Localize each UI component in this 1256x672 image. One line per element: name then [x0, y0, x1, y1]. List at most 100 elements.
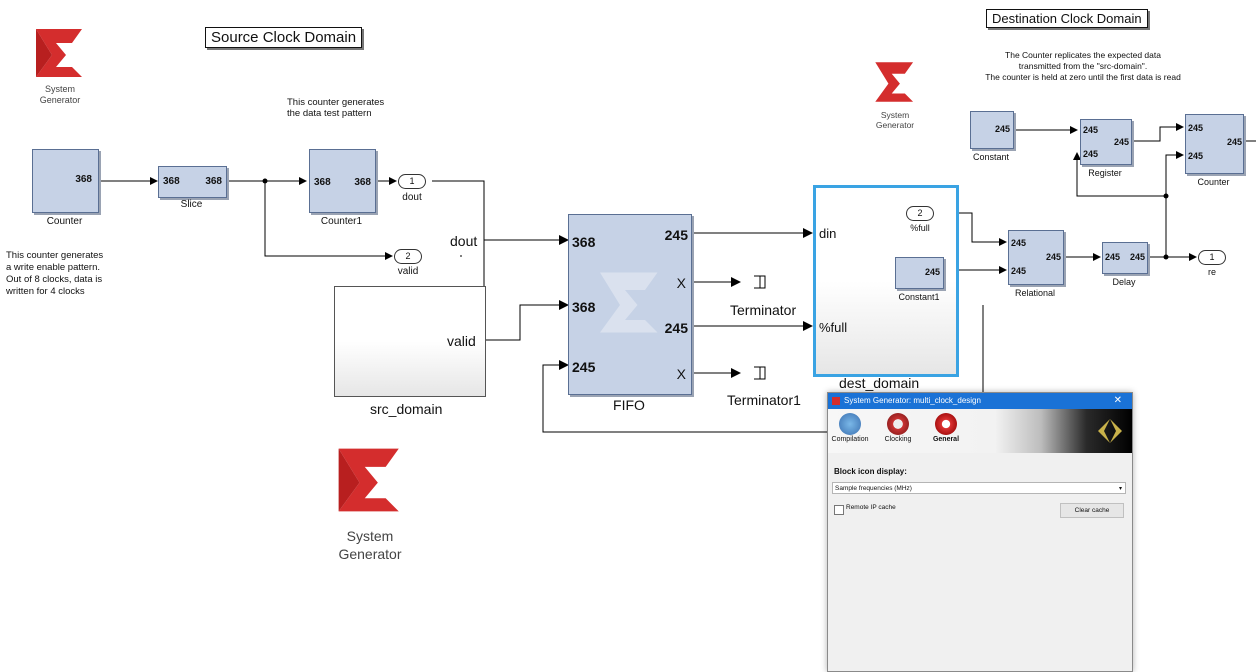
- dest-counter-out-port: 245: [1226, 137, 1242, 147]
- remote-ip-cache-checkbox[interactable]: [834, 505, 844, 515]
- counter1-block[interactable]: 368 368: [309, 149, 376, 213]
- dialog-title-bar[interactable]: System Generator: multi_clock_design ✕: [828, 393, 1132, 409]
- tab-clocking[interactable]: Clocking: [876, 411, 920, 453]
- full-inport-label: %full: [910, 223, 930, 233]
- re-outport-label: re: [1207, 267, 1216, 277]
- register-out-port: 245: [1113, 137, 1129, 147]
- system-generator-dialog: System Generator: multi_clock_design ✕ C…: [827, 392, 1133, 672]
- destination-note: The Counter replicates the expected data…: [985, 50, 1181, 82]
- tab-general[interactable]: General: [924, 411, 968, 453]
- relational-out-port: 245: [1045, 252, 1061, 262]
- constant-out-port: 245: [994, 124, 1010, 134]
- dialog-toolbar: Compilation Clocking General: [828, 409, 1132, 453]
- chevron-down-icon: ▾: [1118, 486, 1122, 492]
- slice-label: Slice: [180, 199, 203, 210]
- dest-domain-din-port: din: [819, 226, 837, 241]
- counter-out-port: 368: [75, 174, 92, 185]
- dialog-app-icon: [832, 397, 840, 405]
- tab-compilation-label: Compilation: [831, 436, 869, 443]
- counter1-out-port: 368: [354, 177, 371, 188]
- dest-counter-label: Counter: [1197, 177, 1230, 187]
- fifo-in-port-3: 245: [572, 359, 596, 375]
- constant-block[interactable]: 245: [970, 111, 1014, 149]
- clocking-icon: [887, 413, 909, 435]
- fifo-block[interactable]: 368 368 245 245 X 245 X: [568, 214, 692, 395]
- xilinx-watermark-icon: [595, 269, 665, 340]
- relational-label: Relational: [1014, 288, 1056, 298]
- register-label: Register: [1088, 168, 1122, 178]
- destination-domain-title: Destination Clock Domain: [986, 9, 1148, 28]
- fifo-in-port-1: 368: [572, 234, 596, 250]
- src-domain-valid-port: valid: [447, 333, 476, 349]
- delay-label: Delay: [1112, 277, 1136, 287]
- dest-counter-block[interactable]: 245 245 245: [1185, 114, 1244, 174]
- write-enable-note: This counter generates a write enable pa…: [6, 250, 104, 297]
- block-icon-display-select[interactable]: Sample frequencies (MHz) ▾: [832, 482, 1126, 494]
- terminator-block[interactable]: [752, 275, 766, 289]
- re-outport[interactable]: 1: [1198, 250, 1226, 265]
- terminator1-label: Terminator1: [727, 392, 801, 408]
- counter-block[interactable]: 368: [32, 149, 99, 213]
- valid-outport[interactable]: 2: [394, 249, 422, 264]
- terminator-label: Terminator: [730, 302, 797, 318]
- fifo-out-port-2: X: [676, 275, 686, 291]
- constant1-block[interactable]: 245: [895, 257, 944, 289]
- constant-label: Constant: [972, 152, 1010, 162]
- dest-domain-label: dest_domain: [839, 375, 920, 391]
- delay-out-port: 245: [1129, 252, 1145, 262]
- counter1-note: This counter generates the data test pat…: [287, 97, 385, 119]
- counter1-label: Counter1: [320, 216, 363, 227]
- fifo-out-port-3: 245: [664, 320, 688, 336]
- dialog-title: System Generator: multi_clock_design: [844, 396, 981, 405]
- dest-domain-full-port: %full: [819, 320, 848, 335]
- tab-general-label: General: [932, 436, 960, 443]
- system-generator-logo-large[interactable]: [333, 446, 407, 514]
- dest-counter-in-port-2: 245: [1188, 151, 1204, 161]
- tab-clocking-label: Clocking: [884, 436, 912, 443]
- constant1-out-port: 245: [924, 267, 940, 277]
- system-generator-logo-2-text: System Generator: [875, 110, 915, 130]
- slice-out-port: 368: [205, 176, 222, 187]
- fifo-out-port-1: 245: [664, 227, 688, 243]
- system-generator-logo-2[interactable]: [872, 60, 918, 104]
- slice-block[interactable]: 368 368: [158, 166, 227, 198]
- dout-outport[interactable]: 1: [398, 174, 426, 189]
- src-domain-subsystem[interactable]: [334, 286, 486, 397]
- dest-counter-in-port-1: 245: [1188, 123, 1204, 133]
- fifo-in-port-2: 368: [572, 299, 596, 315]
- system-generator-logo-text: System Generator: [39, 84, 81, 105]
- fifo-out-port-4: X: [676, 366, 686, 382]
- system-generator-logo[interactable]: [32, 27, 88, 79]
- xilinx-logo-icon: [1096, 417, 1124, 445]
- src-domain-label: src_domain: [370, 401, 443, 417]
- slice-in-port: 368: [163, 176, 180, 187]
- counter1-in-port: 368: [314, 177, 331, 188]
- delay-block[interactable]: 245 245: [1102, 242, 1148, 274]
- dout-outport-label: dout: [402, 192, 422, 203]
- block-icon-display-value: Sample frequencies (MHz): [835, 485, 912, 492]
- fifo-label: FIFO: [613, 397, 645, 413]
- valid-outport-label: valid: [397, 266, 419, 277]
- register-in-port-1: 245: [1083, 125, 1099, 135]
- register-in-port-2: 245: [1083, 149, 1099, 159]
- register-block[interactable]: 245 245 245: [1080, 119, 1132, 165]
- gear-icon: [935, 413, 957, 435]
- delay-in-port: 245: [1105, 252, 1121, 262]
- tab-compilation[interactable]: Compilation: [828, 411, 872, 453]
- relational-block[interactable]: 245 245 245: [1008, 230, 1064, 285]
- block-icon-display-label: Block icon display:: [834, 467, 907, 476]
- src-domain-dout-port: dout: [450, 233, 478, 249]
- counter-label: Counter: [46, 216, 83, 227]
- clear-cache-button[interactable]: Clear cache: [1060, 503, 1124, 518]
- terminator1-block[interactable]: [752, 366, 766, 380]
- constant1-label: Constant1: [898, 292, 940, 302]
- source-domain-title: Source Clock Domain: [205, 27, 363, 48]
- full-inport[interactable]: 2: [906, 206, 934, 221]
- remote-ip-cache-label: Remote IP cache: [846, 504, 896, 511]
- compilation-icon: [839, 413, 861, 435]
- dialog-close-icon[interactable]: ✕: [1113, 395, 1122, 406]
- relational-in-port-1: 245: [1011, 238, 1027, 248]
- system-generator-logo-large-text: System Generator: [338, 528, 402, 562]
- relational-in-port-2: 245: [1011, 266, 1027, 276]
